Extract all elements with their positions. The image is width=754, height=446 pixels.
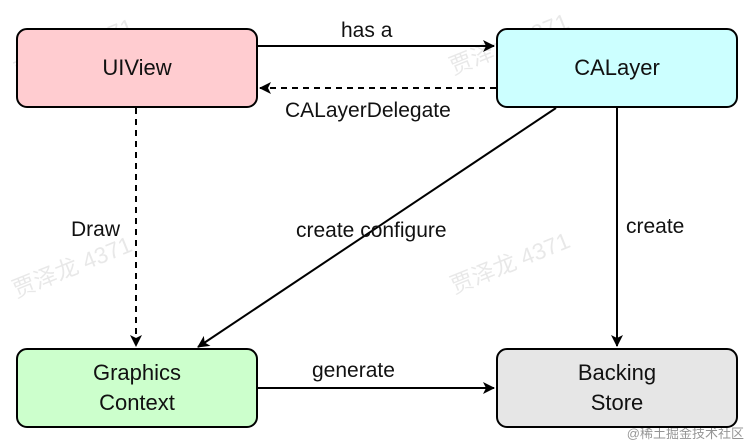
node-uiview: UIView bbox=[16, 28, 258, 108]
edge-label-create: create bbox=[626, 215, 685, 238]
site-credit: @稀土掘金技术社区 bbox=[626, 426, 744, 441]
node-calayer-label: CALayer bbox=[574, 55, 660, 80]
edge-label-has-a: has a bbox=[341, 19, 393, 42]
edge-label-draw: Draw bbox=[71, 218, 121, 241]
node-graphics-context: Graphics Context bbox=[16, 348, 258, 428]
node-uiview-label: UIView bbox=[102, 55, 172, 80]
edge-create-configure bbox=[197, 107, 557, 348]
node-calayer: CALayer bbox=[496, 28, 738, 108]
edge-label-generate: generate bbox=[312, 359, 395, 382]
node-graphics-context-label: Graphics Context bbox=[92, 360, 182, 415]
node-backing-store: Backing Store bbox=[496, 348, 738, 428]
node-backing-store-label: Backing Store bbox=[577, 360, 657, 415]
edge-label-create-configure: create configure bbox=[296, 219, 447, 242]
edge-label-calayer-delegate: CALayerDelegate bbox=[285, 99, 451, 122]
